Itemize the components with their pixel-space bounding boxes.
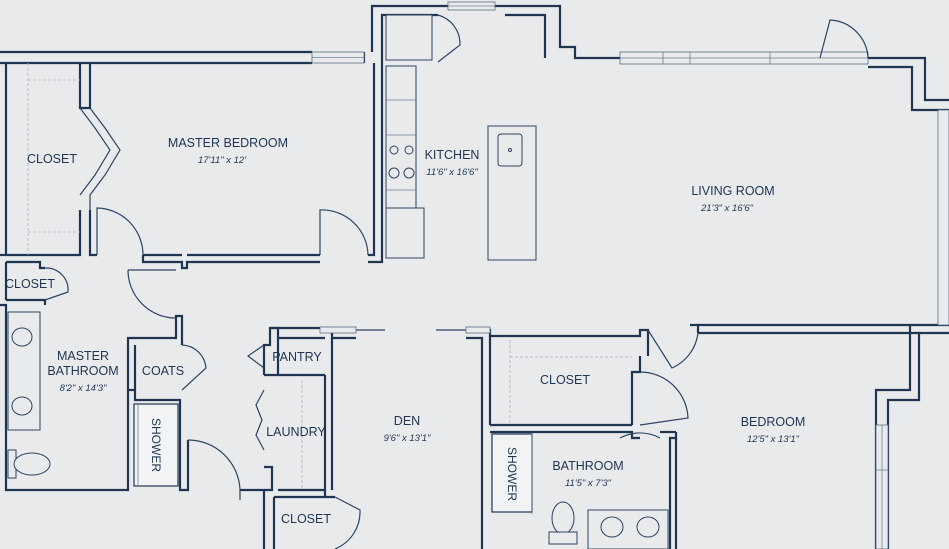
shower-master-label: SHOWER bbox=[149, 418, 163, 472]
bedroom-dims: 12'5" x 13'1" bbox=[747, 434, 800, 445]
kitchen-dims: 11'6" x 16'6" bbox=[426, 167, 478, 178]
fixtures bbox=[7, 14, 669, 549]
living-room-label: LIVING ROOM bbox=[691, 184, 774, 198]
master-bathroom-dims: 8'2" x 14'3" bbox=[60, 383, 107, 394]
coats-label: COATS bbox=[142, 364, 184, 378]
master-bathroom-label-2: BATHROOM bbox=[47, 364, 118, 378]
living-room-dims: 21'3" x 16'6" bbox=[700, 203, 754, 214]
den-dims: 9'6" x 13'1" bbox=[384, 433, 431, 444]
interior-walls bbox=[0, 63, 919, 549]
bathroom-dims: 11'5" x 7'3" bbox=[565, 478, 612, 489]
closet-den-label: CLOSET bbox=[281, 512, 331, 526]
bathroom-label: BATHROOM bbox=[552, 459, 623, 473]
closet-bedroom-label: CLOSET bbox=[540, 373, 590, 387]
den-label: DEN bbox=[394, 414, 420, 428]
closet-master-label: CLOSET bbox=[27, 152, 77, 166]
closet-small-label: CLOSET bbox=[5, 277, 55, 291]
master-bedroom-dims: 17'11" x 12' bbox=[198, 155, 247, 166]
bedroom-label: BEDROOM bbox=[741, 415, 806, 429]
pantry-label: PANTRY bbox=[272, 350, 322, 364]
doors bbox=[44, 14, 869, 549]
room-labels: MASTER BEDROOM 17'11" x 12' KITCHEN 11'6… bbox=[5, 136, 805, 526]
kitchen-label: KITCHEN bbox=[425, 148, 480, 162]
laundry-label: LAUNDRY bbox=[266, 425, 326, 439]
master-bedroom-label: MASTER BEDROOM bbox=[168, 136, 288, 150]
master-bathroom-label-1: MASTER bbox=[57, 349, 109, 363]
shower-bath-label: SHOWER bbox=[505, 447, 519, 501]
windows bbox=[311, 1, 949, 549]
